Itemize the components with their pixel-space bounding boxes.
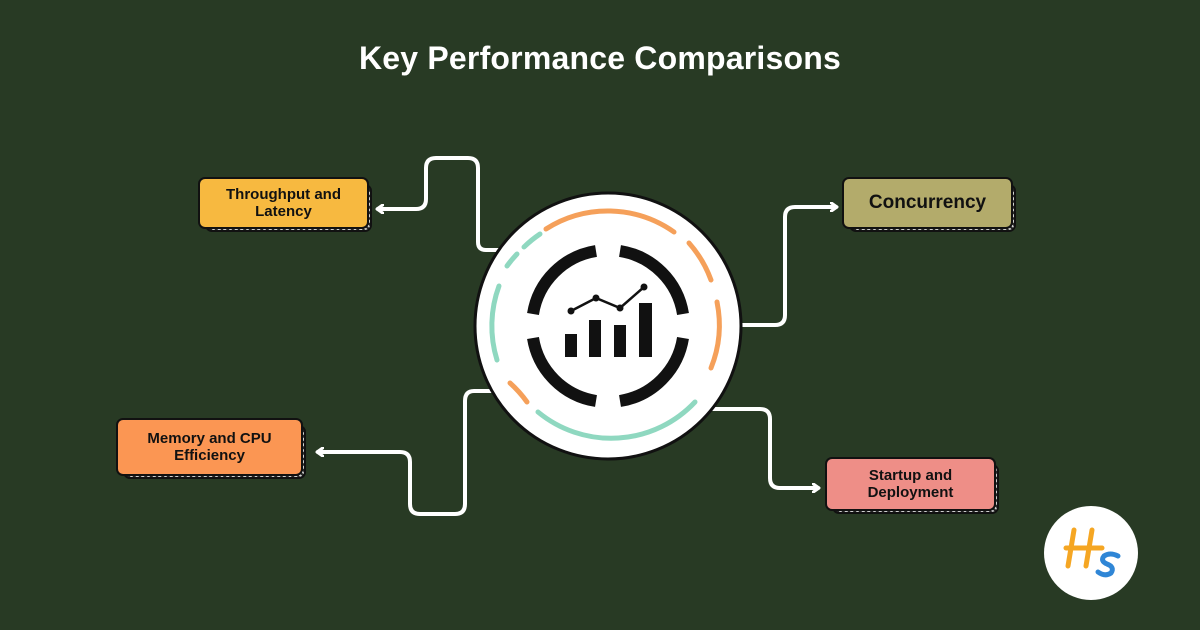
page-title: Key Performance Comparisons — [358, 40, 841, 76]
center-ring — [489, 208, 722, 441]
center-hub — [473, 191, 743, 461]
node-memory-label: Memory and CPU Efficiency — [147, 429, 272, 464]
connector-startup — [706, 407, 818, 488]
node-startup-label: Startup and Deployment — [867, 466, 954, 501]
center-inner-ring — [527, 245, 689, 407]
node-throughput-label: Throughput and Latency — [226, 185, 341, 220]
connector-memory — [318, 389, 497, 516]
node-startup-deployment: Startup and Deployment — [825, 457, 999, 514]
chart-analytics-icon — [565, 283, 652, 357]
hs-logo-icon — [1044, 506, 1138, 600]
connector-concurrency — [738, 207, 836, 327]
connector-throughput — [378, 156, 504, 252]
node-concurrency: Concurrency — [842, 177, 1016, 232]
node-concurrency-label: Concurrency — [868, 192, 987, 214]
node-throughput-latency: Throughput and Latency — [198, 177, 372, 232]
node-memory-cpu: Memory and CPU Efficiency — [116, 418, 306, 479]
